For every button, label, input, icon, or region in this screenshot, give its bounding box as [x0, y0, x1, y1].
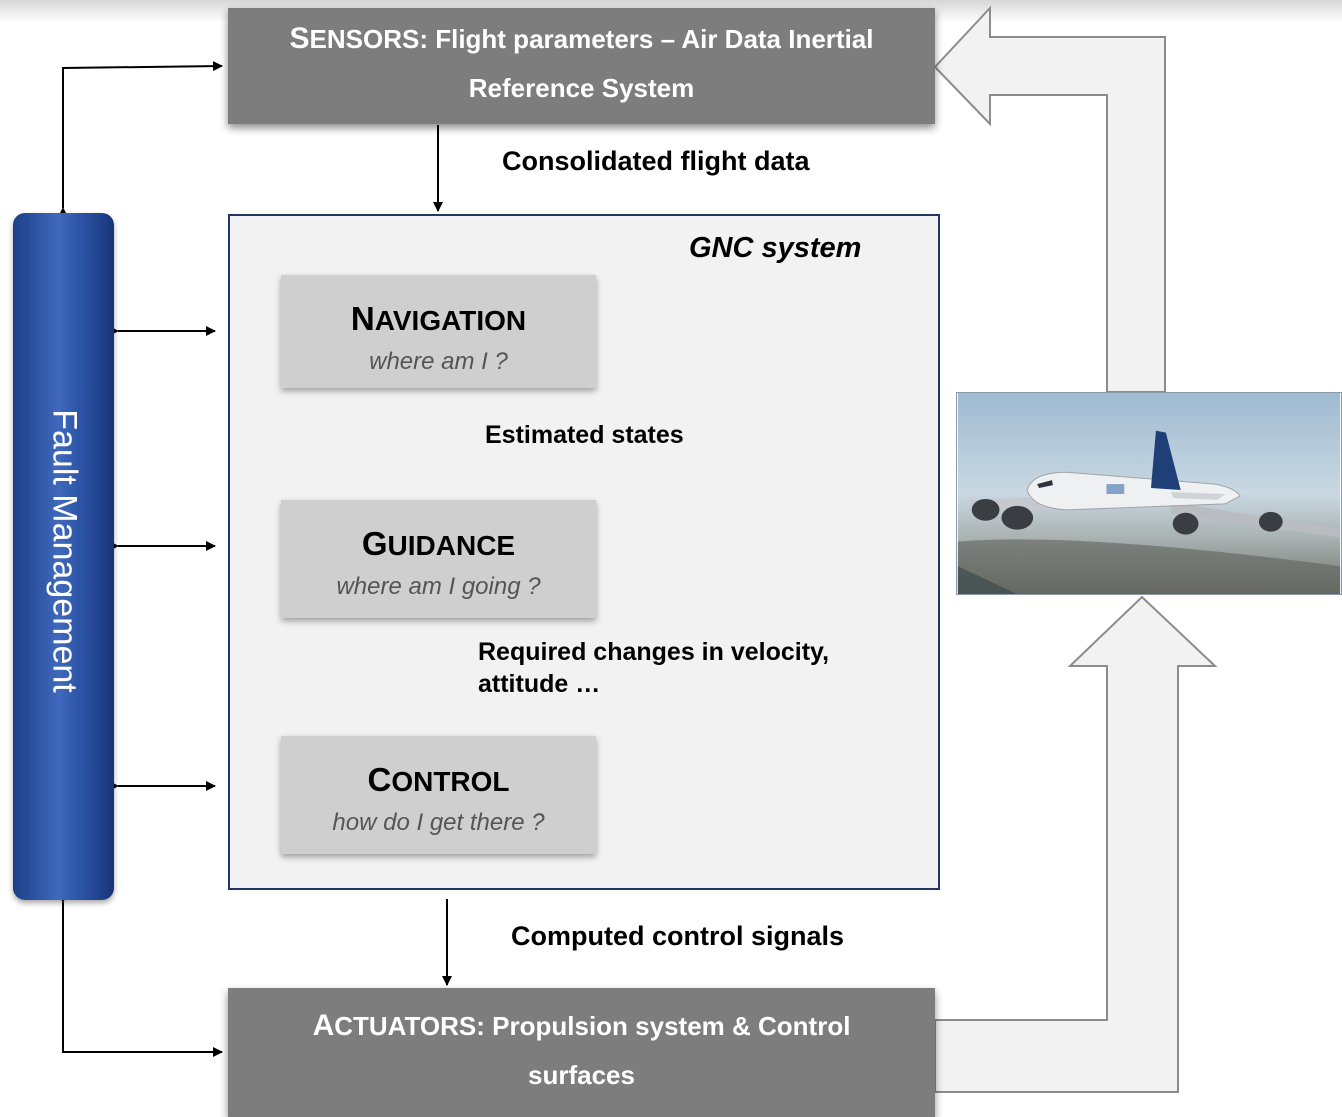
- feedback-arrow-down: [934, 595, 1218, 1093]
- computed-control-signals-label: Computed control signals: [511, 921, 845, 951]
- aircraft-image: [956, 392, 1342, 595]
- feedback-arrow-up: [933, 5, 1166, 393]
- guidance-title-tail: UIDANCE: [387, 530, 516, 561]
- required-changes-label: Required changes in velocity, attitude …: [478, 636, 878, 700]
- sensors-title-line2: Reference System: [468, 73, 695, 103]
- actuators-title-caps: CTUATORS:: [334, 1010, 485, 1041]
- actuators-bar: ACTUATORS: Propulsion system & Control s…: [228, 988, 935, 1117]
- required-changes-line2: attitude …: [478, 670, 601, 698]
- sensors-title-first: S: [289, 22, 310, 55]
- actuators-title-first: A: [312, 1008, 335, 1042]
- guidance-question: where am I going ?: [336, 573, 541, 600]
- control-title-tail: ONTROL: [391, 766, 510, 797]
- fault-to-sensors-connector: [58, 61, 223, 217]
- guidance-title: GUIDANCE: [281, 526, 596, 569]
- fault-to-actuators-connector: [58, 893, 223, 1057]
- fault-management-label: Fault Management: [45, 409, 84, 693]
- navigation-title-first: N: [350, 300, 375, 337]
- gnc-system-title: GNC system: [689, 232, 862, 264]
- navigation-title: NAVIGATION: [281, 301, 596, 344]
- sensors-title-caps: ENSORS:: [309, 24, 428, 54]
- navigation-title-tail: AVIGATION: [374, 305, 527, 336]
- guidance-block: GUIDANCE where am I going ?: [281, 500, 596, 618]
- control-block: CONTROL how do I get there ?: [281, 736, 596, 854]
- control-title: CONTROL: [281, 762, 596, 805]
- control-question: how do I get there ?: [332, 809, 545, 836]
- navigation-question: where am I ?: [369, 348, 508, 375]
- sensors-title-rest: Flight parameters – Air Data Inertial: [427, 24, 874, 54]
- fault-management-bar: [13, 213, 114, 900]
- actuators-title-rest: Propulsion system & Control: [484, 1010, 851, 1041]
- sensors-bar: SENSORS: Flight parameters – Air Data In…: [228, 8, 935, 124]
- guidance-title-first: G: [361, 525, 388, 562]
- control-title-first: C: [367, 761, 392, 798]
- consolidated-flight-data-label: Consolidated flight data: [502, 146, 810, 176]
- estimated-states-label: Estimated states: [485, 421, 684, 449]
- navigation-block: NAVIGATION where am I ?: [281, 275, 596, 388]
- actuators-title-line2: surfaces: [528, 1059, 635, 1090]
- required-changes-line1: Required changes in velocity,: [478, 638, 830, 666]
